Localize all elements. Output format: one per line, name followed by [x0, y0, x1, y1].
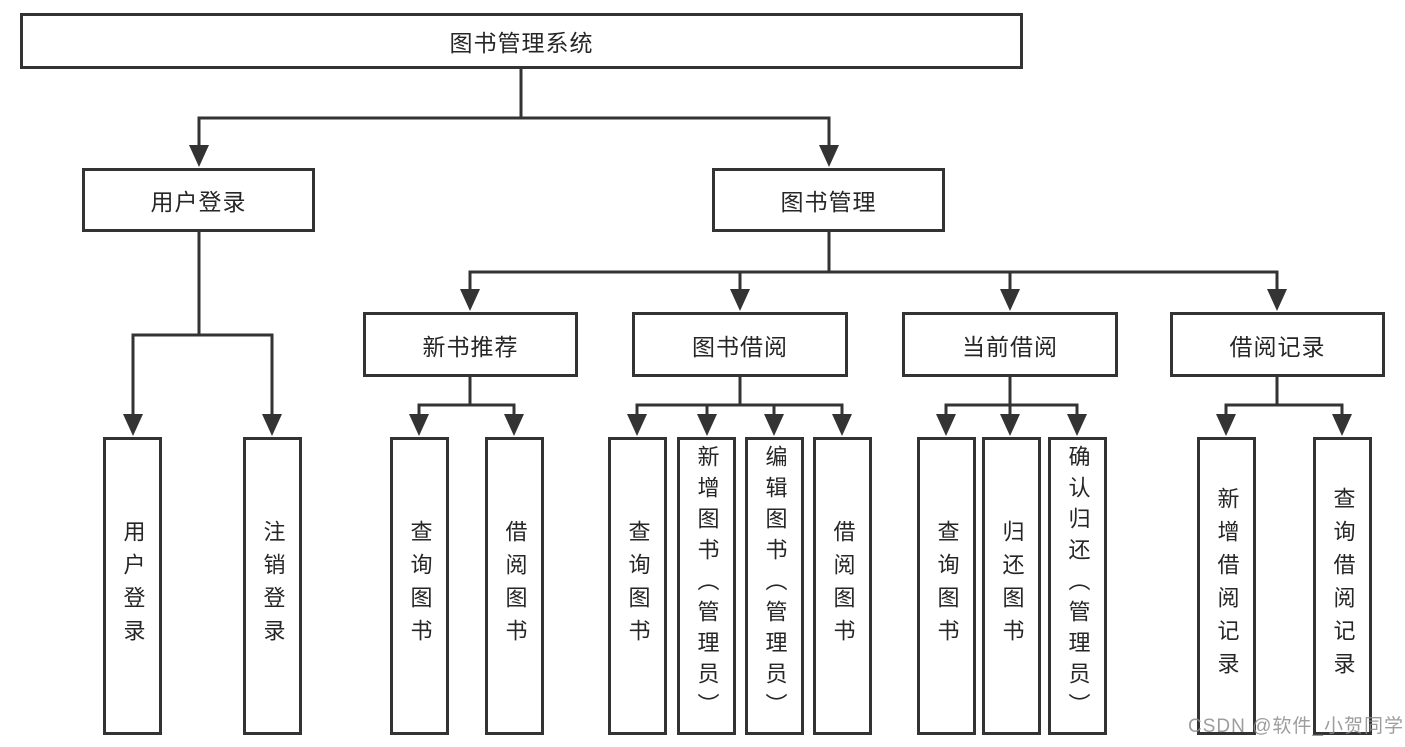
leaf-logout-label: 注销登录	[260, 520, 286, 652]
node-book-borrowing-label: 图书借阅	[692, 333, 788, 360]
arrowhead-down-icon	[627, 414, 647, 436]
arrowhead-down-icon	[504, 414, 524, 436]
leaf-add-borrow-record-label: 新增借阅记录	[1214, 487, 1240, 685]
arrowhead-down-icon	[189, 145, 209, 167]
leaf-borrow-books-2-label: 借阅图书	[830, 520, 856, 652]
leaf-query-borrow-record: 查询借阅记录	[1313, 437, 1372, 735]
node-borrowing-records-label: 借阅记录	[1229, 333, 1326, 360]
node-user-login: 用户登录	[82, 168, 315, 232]
leaf-add-books-admin-label: 新增图书（管理员）	[694, 445, 720, 724]
connector-borrowing-to-leaves	[635, 377, 844, 421]
connector-newbook-to-leaves	[417, 377, 516, 421]
arrowhead-down-icon	[936, 414, 956, 436]
leaf-borrow-books-2: 借阅图书	[813, 437, 872, 735]
node-book-borrowing: 图书借阅	[632, 312, 848, 377]
connector-root-to-level2	[197, 69, 831, 152]
arrowhead-down-icon	[1067, 414, 1087, 436]
leaf-confirm-return-admin: 确认归还（管理员）	[1048, 437, 1107, 735]
watermark: CSDN @软件_小贺同学	[1188, 716, 1404, 737]
leaf-user-login-label: 用户登录	[120, 520, 146, 652]
arrowhead-down-icon	[123, 414, 143, 436]
connector-login-to-leaves	[131, 232, 274, 421]
leaf-confirm-return-admin-label: 确认归还（管理员）	[1065, 445, 1091, 724]
arrowhead-down-icon	[1000, 414, 1020, 436]
node-current-borrowing-label: 当前借阅	[962, 333, 1058, 360]
node-book-management-label: 图书管理	[780, 189, 877, 215]
leaf-borrow-books-1: 借阅图书	[485, 437, 544, 735]
node-book-management: 图书管理	[712, 168, 945, 232]
node-root-system: 图书管理系统	[20, 13, 1023, 69]
leaf-query-books-2: 查询图书	[608, 437, 667, 735]
leaf-edit-books-admin: 编辑图书（管理员）	[745, 437, 804, 735]
arrowhead-down-icon	[262, 414, 282, 436]
arrowhead-down-icon	[460, 289, 480, 311]
leaf-add-borrow-record: 新增借阅记录	[1197, 437, 1256, 735]
arrowhead-down-icon	[764, 414, 784, 436]
node-user-login-label: 用户登录	[150, 189, 247, 215]
leaf-edit-books-admin-label: 编辑图书（管理员）	[762, 445, 788, 724]
node-borrowing-records: 借阅记录	[1170, 312, 1385, 377]
leaf-return-books: 归还图书	[982, 437, 1041, 735]
leaf-query-books-3: 查询图书	[917, 437, 976, 735]
leaf-logout: 注销登录	[243, 437, 302, 735]
arrowhead-down-icon	[832, 414, 852, 436]
node-new-book-recommendation: 新书推荐	[363, 312, 578, 377]
node-current-borrowing: 当前借阅	[902, 312, 1118, 377]
node-new-book-recommendation-label: 新书推荐	[422, 333, 519, 360]
connector-records-to-leaves	[1224, 377, 1344, 421]
leaf-query-books-1-label: 查询图书	[407, 520, 433, 652]
leaf-query-books-2-label: 查询图书	[625, 520, 651, 652]
leaf-add-books-admin: 新增图书（管理员）	[677, 437, 736, 735]
arrowhead-down-icon	[1216, 414, 1236, 436]
leaf-query-books-3-label: 查询图书	[934, 520, 960, 652]
leaf-borrow-books-1-label: 借阅图书	[502, 520, 528, 652]
arrowhead-down-icon	[697, 414, 717, 436]
leaf-user-login: 用户登录	[103, 437, 162, 735]
connector-management-to-sections	[468, 232, 1279, 296]
leaf-query-borrow-record-label: 查询借阅记录	[1330, 487, 1356, 685]
leaf-return-books-label: 归还图书	[999, 520, 1025, 652]
arrowhead-down-icon	[1267, 289, 1287, 311]
arrowhead-down-icon	[1332, 414, 1352, 436]
arrowhead-down-icon	[409, 414, 429, 436]
leaf-query-books-1: 查询图书	[390, 437, 449, 735]
arrowhead-down-icon	[730, 289, 750, 311]
arrowhead-down-icon	[1000, 289, 1020, 311]
arrowhead-down-icon	[819, 145, 839, 167]
connector-current-to-leaves	[944, 377, 1079, 421]
node-root-system-label: 图书管理系统	[449, 30, 594, 56]
